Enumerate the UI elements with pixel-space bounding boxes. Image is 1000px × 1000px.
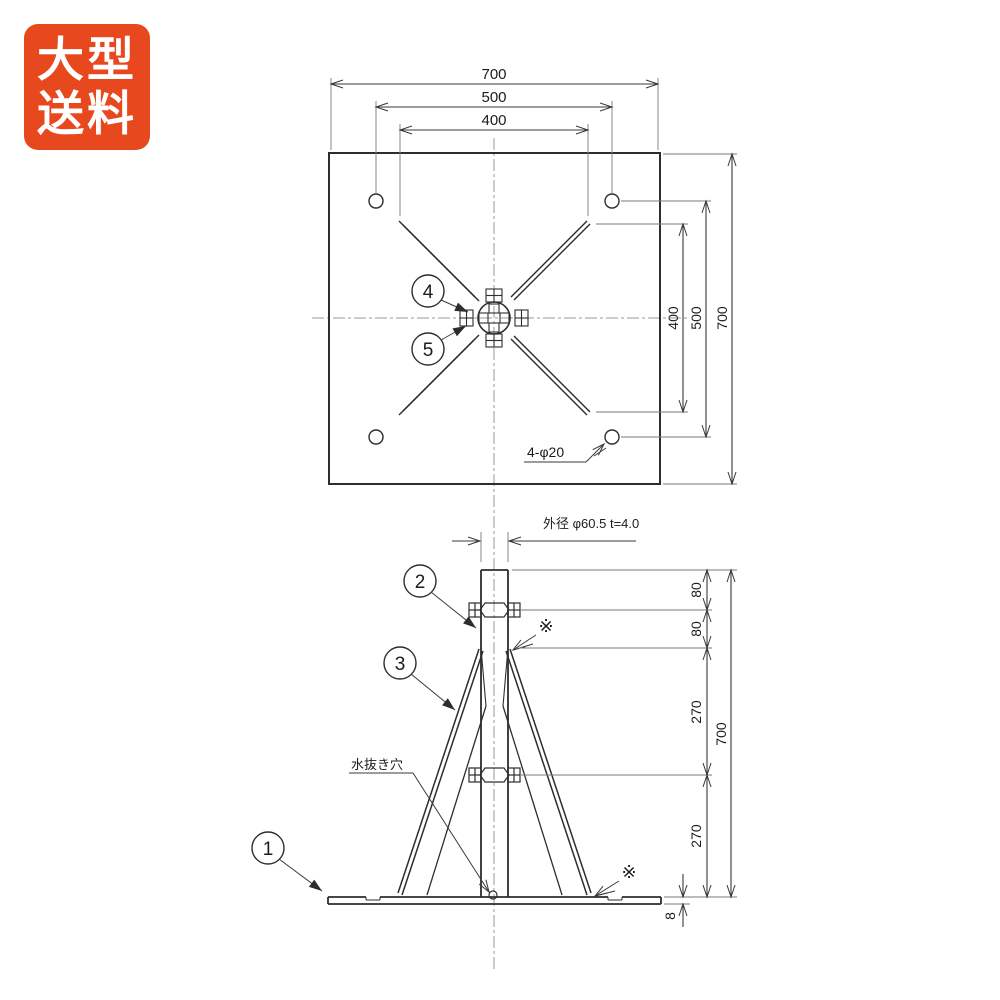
badge-line-2: 送料 (37, 87, 137, 140)
balloon-2-number: 2 (415, 572, 426, 593)
dim-plate-width-700: 700 (481, 66, 506, 83)
anchor-holes (368, 193, 620, 445)
plan-dimensions-right: 400 500 700 (596, 152, 737, 486)
weld-ref-upper-mark: ※ (538, 616, 553, 636)
bolt-right (499, 309, 529, 327)
dim-total-700: 700 (713, 722, 729, 746)
lower-bolt (468, 767, 521, 783)
hole-callout-label: 4-φ20 (527, 444, 564, 460)
pole (480, 569, 509, 897)
bolt-bottom (485, 322, 503, 348)
balloon-2: 2 (403, 564, 477, 629)
drain-hole-label: 水抜き穴 (351, 757, 403, 772)
balloon-1-number: 1 (263, 839, 274, 860)
gusset-ribs-elevation (397, 647, 592, 896)
weld-ref-lower-mark: ※ (621, 862, 636, 882)
dim-gusset-span-400-v: 400 (665, 306, 681, 330)
dim-hole-pitch-500: 500 (481, 89, 506, 106)
balloon-1: 1 (251, 831, 323, 892)
balloon-3: 3 (383, 646, 456, 711)
bolt-top (485, 288, 503, 314)
dim-gusset-span-400: 400 (481, 112, 506, 129)
balloon-3-number: 3 (395, 654, 406, 675)
hole-callout: 4-φ20 (524, 442, 607, 463)
oversize-shipping-badge: 大型 送料 (24, 24, 150, 150)
weld-ref-lower: ※ (593, 862, 637, 897)
badge-line-1: 大型 (37, 32, 137, 86)
elevation-view: 外径 φ60.5 t=4.0 (251, 516, 737, 927)
drain-hole (488, 890, 498, 900)
pole-socket-plan (459, 288, 529, 348)
balloon-4: 4 (411, 274, 469, 313)
dim-plate-thickness-8: 8 (662, 912, 678, 920)
weld-ref-upper: ※ (511, 616, 554, 651)
upper-bolt (468, 602, 521, 618)
dim-80-upper: 80 (688, 582, 704, 598)
anchor-hole-notches (365, 897, 623, 901)
balloon-5-number: 5 (423, 340, 434, 361)
dim-270-upper: 270 (688, 700, 704, 724)
gusset-ribs-plan (398, 220, 591, 416)
plan-view: 700 500 400 400 500 700 (328, 66, 737, 486)
centerlines (312, 138, 688, 970)
balloon-5: 5 (411, 325, 467, 366)
dim-hole-pitch-500-v: 500 (688, 306, 704, 330)
elevation-dimensions-right: 80 80 270 270 700 8 (512, 568, 737, 927)
dim-80-lower: 80 (688, 621, 704, 637)
dim-270-lower: 270 (688, 824, 704, 848)
pipe-dimension: 外径 φ60.5 t=4.0 (452, 516, 639, 562)
bolt-left (459, 309, 489, 327)
base-plate-outline (328, 152, 661, 485)
plan-dimensions-top: 700 500 400 (329, 66, 660, 216)
drain-hole-callout: 水抜き穴 (349, 757, 498, 900)
dim-plate-height-700-v: 700 (714, 306, 730, 330)
base-plate-elevation (327, 896, 662, 905)
balloon-4-number: 4 (423, 282, 434, 303)
pipe-spec-label: 外径 φ60.5 t=4.0 (543, 516, 639, 531)
